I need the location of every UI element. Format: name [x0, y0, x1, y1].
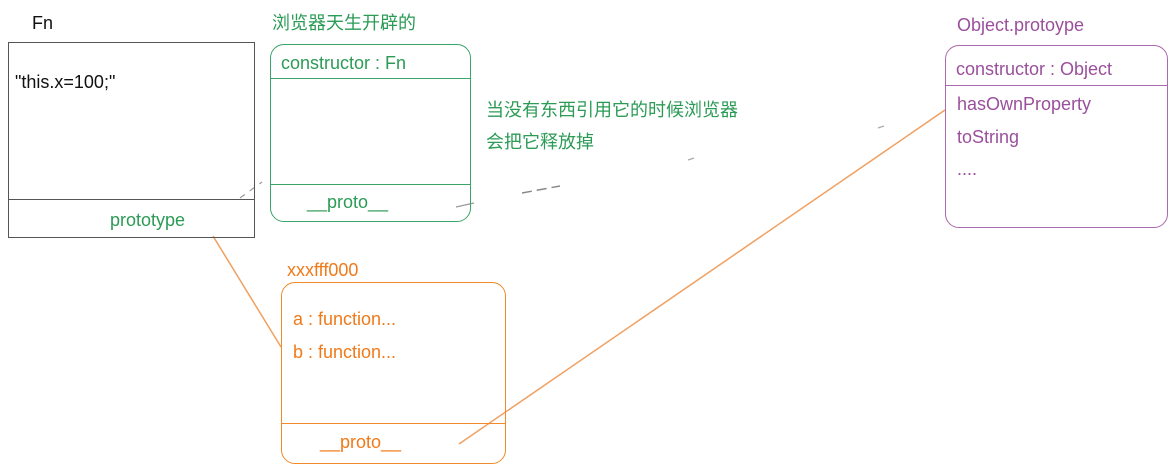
- broken-link-dash-2: [455, 202, 475, 208]
- object-prototype-box: constructor : Object hasOwnProperty toSt…: [945, 45, 1168, 228]
- broken-link-dash-3: [521, 185, 561, 194]
- object-prototype-method-tostring: toString: [957, 127, 1020, 147]
- browser-proto-divider-top: [271, 78, 470, 79]
- browser-proto-proto: __proto__: [307, 192, 389, 212]
- prototype-to-new-object-line: [212, 235, 282, 348]
- browser-proto-divider-bottom: [271, 184, 470, 185]
- object-prototype-title: Object.protoype: [957, 15, 1085, 35]
- fn-box: "this.x=100;" prototype: [8, 42, 255, 238]
- object-prototype-method-hasownproperty: hasOwnProperty: [957, 94, 1092, 114]
- new-proto-proto: __proto__: [320, 432, 402, 452]
- fn-prototype-label: prototype: [110, 210, 186, 230]
- fn-code: "this.x=100;": [15, 72, 116, 92]
- new-proto-item-a: a : function...: [293, 309, 397, 329]
- new-proto-box: a : function... b : function... __proto_…: [281, 282, 506, 464]
- object-prototype-constructor: constructor : Object: [956, 59, 1113, 79]
- broken-link-dash-4: [687, 157, 695, 161]
- object-prototype-method-ellipsis: ....: [957, 159, 978, 179]
- broken-link-dash-1: [239, 181, 263, 199]
- proto-to-object-prototype-line: [458, 109, 946, 445]
- object-prototype-divider: [946, 85, 1167, 86]
- release-note-line1: 当没有东西引用它的时候浏览器: [486, 100, 738, 120]
- browser-proto-constructor: constructor : Fn: [281, 53, 407, 73]
- release-note-line2: 会把它释放掉: [486, 132, 594, 152]
- new-proto-address: xxxfff000: [287, 260, 359, 280]
- browser-proto-caption: 浏览器天生开辟的: [272, 13, 416, 33]
- new-proto-item-b: b : function...: [293, 342, 397, 362]
- broken-link-dash-5: [877, 125, 885, 129]
- new-proto-divider: [282, 423, 505, 424]
- fn-divider: [9, 199, 254, 200]
- fn-title: Fn: [32, 13, 54, 33]
- browser-proto-box: constructor : Fn __proto__: [270, 44, 471, 222]
